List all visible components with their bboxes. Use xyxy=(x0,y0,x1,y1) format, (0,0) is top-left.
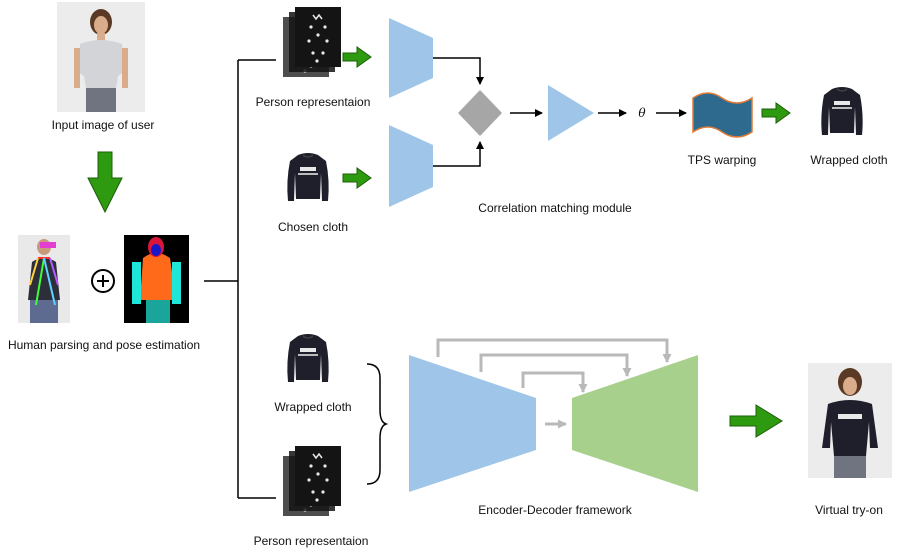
green-arrow-icon xyxy=(342,167,372,189)
human-parsing-label: Human parsing and pose estimation xyxy=(7,338,201,352)
feature-extractor-person xyxy=(389,18,433,98)
skip-connections xyxy=(436,338,672,393)
wrapped-cloth-top-label: Wrapped cloth xyxy=(810,153,888,167)
correlation-diamond-icon xyxy=(458,90,502,136)
chosen-cloth-label: Chosen cloth xyxy=(277,220,349,234)
person-representation-bottom xyxy=(282,445,342,517)
encoder-trapezoid xyxy=(409,355,536,492)
input-image-label: Input image of user xyxy=(51,118,155,132)
plus-circle-icon xyxy=(91,269,115,293)
tps-warping-label: TPS warping xyxy=(687,153,757,167)
input-user-photo xyxy=(57,2,145,112)
output-green-arrow-icon xyxy=(729,404,783,438)
theta-label: θ xyxy=(638,106,646,120)
down-green-arrow-icon xyxy=(87,151,123,214)
virtual-tryon-photo xyxy=(808,363,892,478)
person-representation-top-label: Person representaion xyxy=(255,95,371,109)
regression-triangle xyxy=(548,85,594,141)
decoder-trapezoid xyxy=(572,355,698,492)
wrapped-cloth-bottom-image xyxy=(286,333,330,383)
human-parsing-image xyxy=(124,235,189,323)
pose-estimation-image xyxy=(18,235,70,323)
wrapped-cloth-bottom-label: Wrapped cloth xyxy=(274,400,352,414)
green-arrow-icon xyxy=(342,46,372,68)
correlation-module-label: Correlation matching module xyxy=(478,201,632,215)
green-arrow-icon xyxy=(761,102,791,124)
branch-connector xyxy=(204,59,276,499)
person-representation-top xyxy=(282,6,342,78)
virtual-tryon-label: Virtual try-on xyxy=(815,503,883,517)
tps-warping-shape xyxy=(692,92,753,138)
wrapped-cloth-top-image xyxy=(820,86,864,136)
encoder-decoder-label: Encoder-Decoder framework xyxy=(478,503,632,517)
feature-extractor-cloth xyxy=(389,125,433,207)
input-brace xyxy=(366,363,389,485)
person-representation-bottom-label: Person representaion xyxy=(253,534,369,548)
chosen-cloth-image xyxy=(286,152,330,202)
matching-connectors xyxy=(433,57,687,167)
